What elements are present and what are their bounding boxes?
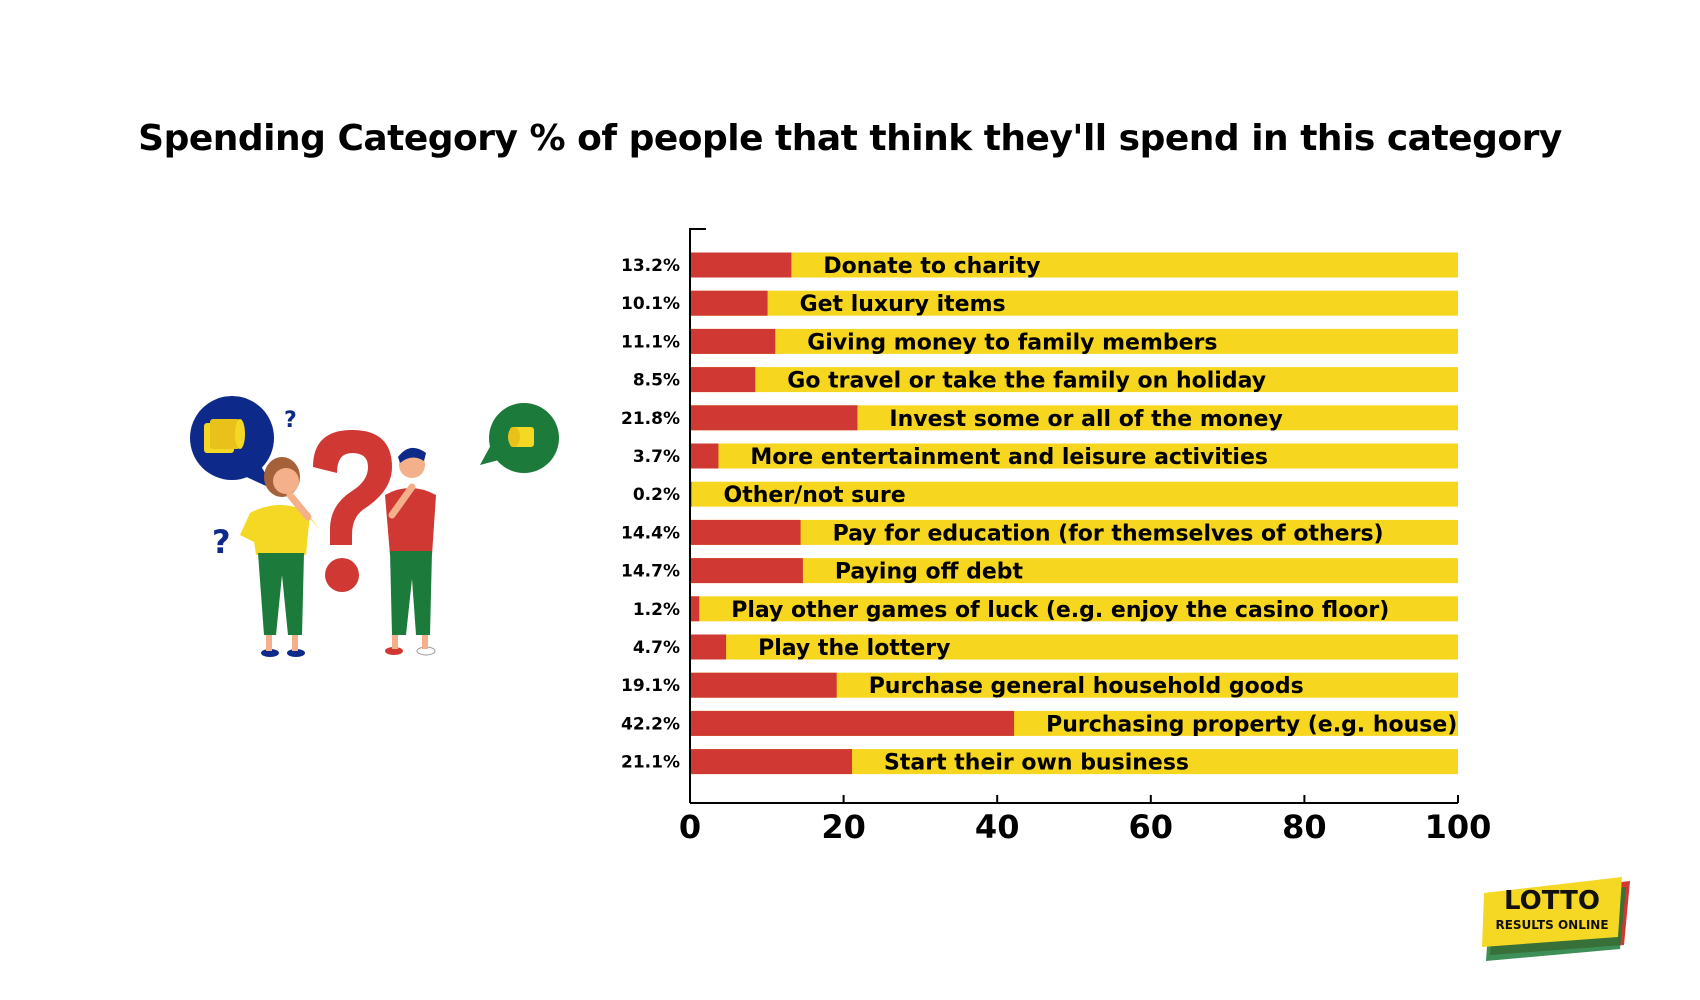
bar-value-label: 10.1%: [621, 294, 680, 314]
bar-value-label: 1.2%: [633, 600, 680, 620]
bar-remainder: [690, 558, 1458, 584]
chart-title: Spending Category % of people that think…: [138, 118, 1562, 159]
bar-category-label: Start their own business: [884, 751, 1189, 776]
bar-value-label: 8.5%: [633, 371, 680, 391]
bar-value: [690, 558, 803, 584]
bar-value: [690, 672, 837, 698]
question-mark-icon: ?: [360, 395, 382, 404]
lotto-results-online-logo: LOTTO RESULTS ONLINE: [1482, 877, 1630, 961]
woman-thinking-figure: [240, 457, 320, 657]
x-tick-label: 0: [679, 808, 701, 846]
bar-value: [690, 328, 776, 354]
bar-value-label: 19.1%: [621, 676, 680, 696]
x-tick-label: 80: [1282, 808, 1327, 846]
bar-value-label: 14.4%: [621, 523, 680, 543]
bar-remainder: [690, 596, 1458, 622]
bar-value: [690, 443, 719, 469]
bar-remainder: [690, 481, 1458, 507]
x-tick-label: 20: [821, 808, 866, 846]
bar-category-label: Donate to charity: [823, 254, 1040, 279]
bar-value-label: 0.2%: [633, 485, 680, 505]
bar-value: [690, 634, 727, 660]
bar-remainder: [690, 252, 1458, 278]
speech-bubble-coins-icon: [190, 396, 275, 490]
bar-value-label: 11.1%: [621, 332, 680, 352]
bar-value: [690, 252, 792, 278]
bar-category-label: Go travel or take the family on holiday: [787, 369, 1266, 394]
bar-value: [690, 290, 768, 316]
bar-value: [690, 367, 756, 393]
bar-remainder: [690, 634, 1458, 660]
bar-remainder: [690, 443, 1458, 469]
bar-remainder: [690, 519, 1458, 545]
bar-value: [690, 519, 801, 545]
bar-value-label: 3.7%: [633, 447, 680, 467]
bar-value: [690, 710, 1015, 736]
bar-value-label: 21.8%: [621, 409, 680, 429]
x-tick-label: 40: [975, 808, 1020, 846]
bar-category-label: Get luxury items: [800, 292, 1006, 317]
bar-value-label: 4.7%: [633, 638, 680, 658]
bar-category-label: Play the lottery: [758, 636, 950, 661]
question-mark-icon: [313, 430, 392, 592]
x-tick-label: 100: [1425, 808, 1492, 846]
speech-bubble-coins-icon: [480, 403, 559, 473]
logo-text-line2: RESULTS ONLINE: [1495, 918, 1608, 932]
bar-value-label: 14.7%: [621, 562, 680, 582]
bar-category-label: Pay for education (for themselves of oth…: [833, 521, 1384, 546]
bar-value: [690, 405, 858, 431]
logo-text-line1: LOTTO: [1504, 886, 1600, 916]
bar-category-label: More entertainment and leisure activitie…: [750, 445, 1268, 470]
bar-remainder: [690, 367, 1458, 393]
bar-remainder: [690, 328, 1458, 354]
bar-value-label: 13.2%: [621, 256, 680, 276]
bar-category-label: Purchasing property (e.g. house): [1046, 712, 1457, 737]
bar-category-label: Other/not sure: [724, 483, 906, 508]
bar-value-label: 42.2%: [621, 714, 680, 734]
bar-value: [690, 596, 700, 622]
question-mark-icon: ?: [418, 395, 431, 401]
man-thinking-figure: [385, 447, 436, 656]
bar-category-label: Purchase general household goods: [869, 674, 1304, 699]
bars-layer: Donate to charity 13.2% Get luxury items 10…: [621, 252, 1458, 776]
bar-category-label: Paying off debt: [835, 560, 1024, 585]
question-mark-icon: ?: [284, 408, 297, 433]
bar-category-label: Giving money to family members: [807, 330, 1217, 355]
bar-category-label: Invest some or all of the money: [889, 407, 1282, 432]
x-tick-label: 60: [1129, 808, 1174, 846]
question-mark-icon: ?: [212, 523, 231, 561]
bar-category-label: Play other games of luck (e.g. enjoy the…: [731, 598, 1389, 623]
bar-value: [690, 749, 853, 775]
thinking-people-illustration: ? ? ? ?: [190, 395, 559, 657]
axis-layer: 0 20 40 60 80 100: [679, 228, 1492, 846]
bar-value-label: 21.1%: [621, 753, 680, 773]
bar-remainder: [690, 290, 1458, 316]
